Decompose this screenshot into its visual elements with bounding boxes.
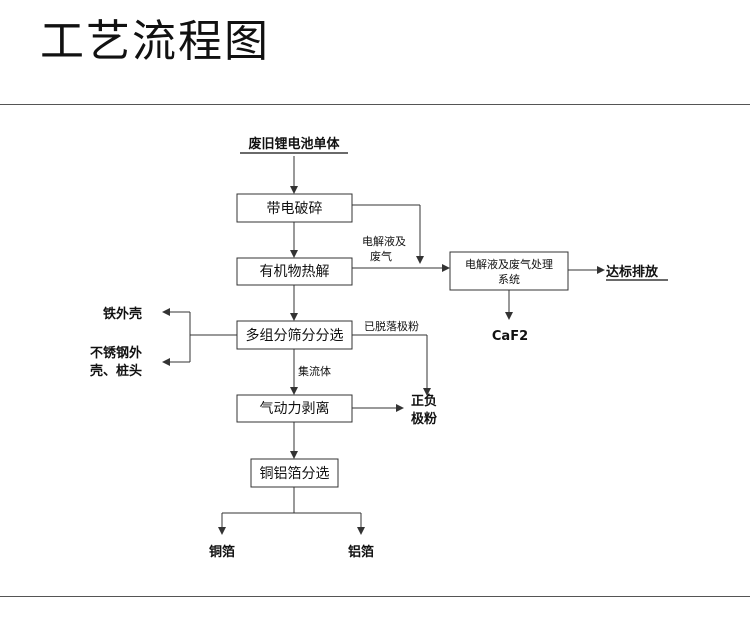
output-steel-shell-1: 不锈钢外 — [90, 345, 142, 361]
step-strip-label: 气动力剥离 — [260, 400, 330, 417]
step-foil-sort-box — [250, 458, 339, 488]
output-iron-shell: 铁外壳 — [102, 306, 142, 322]
output-electrode-powder-1: 正负 — [411, 393, 437, 409]
footer-divider — [0, 596, 750, 597]
label-detached-powder: 已脱落极粉 — [364, 319, 419, 333]
step-foil-sort-label: 铜铝箔分选 — [260, 466, 330, 482]
treatment-system-label-2: 系统 — [498, 273, 520, 286]
output-steel-shell-2: 壳、桩头 — [89, 363, 142, 379]
output-copper-foil: 铜箔 — [208, 544, 235, 560]
step-pyrolysis-box — [236, 257, 353, 286]
label-electrolyte-gas-2: 废气 — [370, 249, 392, 263]
output-compliant-emission: 达标排放 — [606, 264, 659, 280]
step-strip-box — [236, 394, 353, 423]
source-label: 废旧锂电池单体 — [248, 136, 340, 152]
label-electrolyte-gas-1: 电解液及 — [362, 234, 406, 248]
output-electrode-powder-2: 极粉 — [411, 411, 437, 427]
output-aluminum-foil: 铝箔 — [348, 544, 374, 560]
output-caf2: CaF2 — [492, 329, 528, 344]
treatment-system-box — [449, 251, 569, 291]
treatment-system-label-1: 电解液及废气处理 — [465, 257, 553, 271]
header-divider — [0, 104, 750, 105]
step-crush-box — [236, 193, 353, 223]
step-pyrolysis-label: 有机物热解 — [260, 264, 330, 280]
label-collector: 集流体 — [298, 364, 331, 378]
step-sort-label: 多组分筛分分选 — [246, 327, 344, 344]
step-crush-label: 带电破碎 — [267, 201, 323, 217]
page-title: 工艺流程图 — [40, 16, 270, 67]
